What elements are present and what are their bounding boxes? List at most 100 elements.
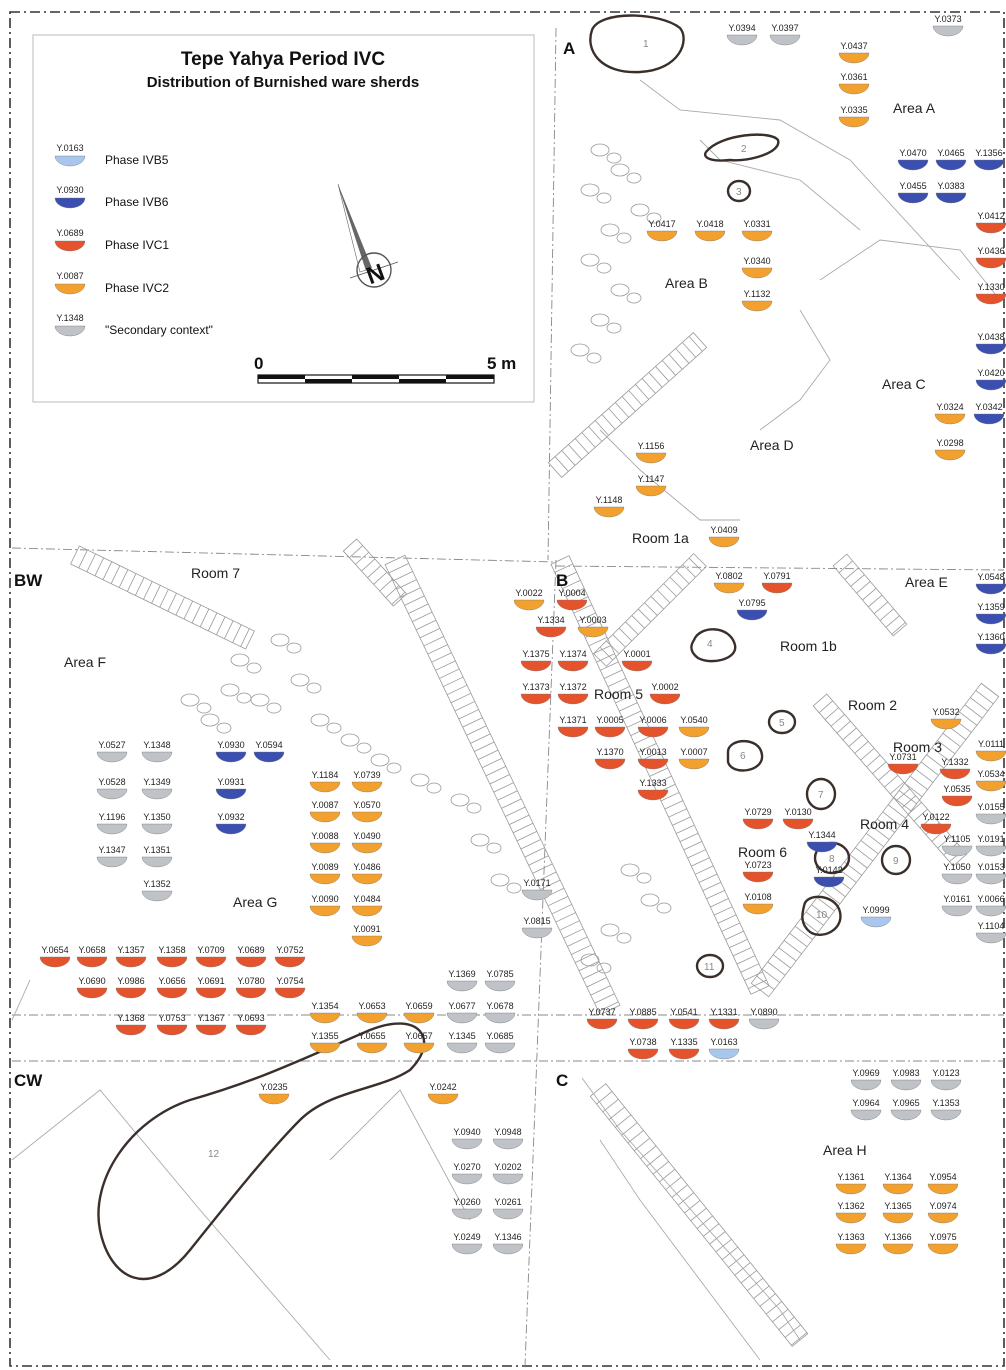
legend-subtitle: Distribution of Burnished ware sherds xyxy=(147,74,420,91)
sherd-code: Y.0731 xyxy=(889,752,916,762)
sherd-symbol xyxy=(975,643,1006,655)
sherd-marker: Y.1365 xyxy=(882,1201,914,1224)
sherd-marker: Y.0484 xyxy=(351,894,383,917)
sherd-marker: Y.0678 xyxy=(484,1001,516,1024)
sherd-marker: Y.1359 xyxy=(975,602,1006,625)
sherd-symbol xyxy=(741,300,773,312)
sherd-symbol xyxy=(927,1183,959,1195)
sherd-code: Y.0298 xyxy=(936,438,963,448)
sherd-marker: Y.1372 xyxy=(557,682,589,705)
sherd-marker: Y.0298 xyxy=(934,438,966,461)
sherd-symbol xyxy=(708,1048,740,1060)
sherd-code: Y.0373 xyxy=(934,14,961,24)
sherd-marker: Y.1358 xyxy=(156,945,188,968)
sherd-symbol xyxy=(975,257,1006,269)
sherd-marker: Y.0437 xyxy=(838,41,870,64)
sherd-code: Y.1362 xyxy=(837,1201,864,1211)
sherd-code: Y.0974 xyxy=(929,1201,956,1211)
sherd-symbol xyxy=(195,987,227,999)
sherd-marker: Y.0527 xyxy=(96,740,128,763)
sherd-marker: Y.0022 xyxy=(513,588,545,611)
sherd-marker: Y.0242 xyxy=(427,1082,459,1105)
sherd-code: Y.0418 xyxy=(696,219,723,229)
scale-end: 5 m xyxy=(487,354,516,373)
sherd-code: Y.0689 xyxy=(237,945,264,955)
sherd-code: Y.1148 xyxy=(596,495,623,505)
sherd-marker: Y.0340 xyxy=(741,256,773,279)
sherd-code: Y.1374 xyxy=(559,649,586,659)
sherd-code: Y.0815 xyxy=(523,916,550,926)
sherd-symbol xyxy=(975,613,1006,625)
sherd-symbol xyxy=(586,1018,618,1030)
sherd-marker: Y.0155 xyxy=(975,802,1006,825)
area-label: Room 5 xyxy=(594,686,643,702)
sherd-marker: Y.0438 xyxy=(975,332,1006,355)
sherd-symbol xyxy=(838,83,870,95)
sherd-symbol xyxy=(973,159,1005,171)
sherd-marker: Y.0260 xyxy=(451,1197,483,1220)
sherd-marker: Y.0964 xyxy=(850,1098,882,1121)
sherd-symbol xyxy=(451,1173,483,1185)
legend-code: Y.0087 xyxy=(56,271,83,281)
sherd-marker: Y.1344 xyxy=(806,830,838,853)
sherd-code: Y.0723 xyxy=(744,860,771,870)
sherd-symbol xyxy=(782,818,814,830)
sherd-code: Y.0535 xyxy=(943,784,970,794)
legend-code: Y.1348 xyxy=(56,313,83,323)
sherd-code: Y.0658 xyxy=(78,945,105,955)
sherd-code: Y.1350 xyxy=(143,812,170,822)
sherd-marker: Y.0930 xyxy=(215,740,247,763)
sherd-symbol xyxy=(309,781,341,793)
sherd-symbol xyxy=(742,903,774,915)
sherd-marker: Y.0324 xyxy=(934,402,966,425)
sherd-code: Y.0709 xyxy=(197,945,224,955)
sherd-marker: Y.1332 xyxy=(939,757,971,780)
sherd-marker: Y.1361 xyxy=(835,1172,867,1195)
sherd-marker: Y.0654 xyxy=(39,945,71,968)
sherd-symbol xyxy=(351,905,383,917)
sherd-marker: Y.0691 xyxy=(195,976,227,999)
sherd-marker: Y.0689 xyxy=(235,945,267,968)
sherd-code: Y.0087 xyxy=(311,800,338,810)
sherd-symbol xyxy=(934,449,966,461)
sherd-marker: Y.0999 xyxy=(860,905,892,928)
sherd-code: Y.1344 xyxy=(808,830,835,840)
pit-number: 11 xyxy=(704,962,715,973)
sherd-marker: Y.1369 xyxy=(446,969,478,992)
sherd-code: Y.1365 xyxy=(884,1201,911,1211)
sherd-marker: Y.0161 xyxy=(941,894,973,917)
sherd-symbol xyxy=(932,25,964,37)
legend-symbol xyxy=(54,197,86,209)
sherd-code: Y.0004 xyxy=(558,588,585,598)
area-outlines xyxy=(11,79,1001,1361)
sherd-marker: Y.1371 xyxy=(557,715,589,738)
sherd-marker: Y.0171 xyxy=(521,878,553,901)
area-label: Room 7 xyxy=(191,565,240,581)
sherd-symbol xyxy=(309,842,341,854)
sherd-code: Y.0931 xyxy=(217,777,244,787)
sherd-code: Y.0954 xyxy=(929,1172,956,1182)
sherd-symbol xyxy=(351,811,383,823)
area-label: Room 1a xyxy=(632,530,689,546)
sherd-symbol xyxy=(520,693,552,705)
sherd-code: Y.1196 xyxy=(99,812,126,822)
sherd-marker: Y.0548 xyxy=(975,572,1006,595)
sherd-code: Y.0986 xyxy=(117,976,144,986)
sherd-marker: Y.0088 xyxy=(309,831,341,854)
sherd-symbol xyxy=(76,987,108,999)
scale-bar: 0 5 m xyxy=(254,354,516,384)
sherd-marker: Y.0931 xyxy=(215,777,247,800)
sherd-symbol xyxy=(274,987,306,999)
sherd-code: Y.0780 xyxy=(237,976,264,986)
sherd-marker: Y.1132 xyxy=(741,289,773,312)
pit-number: 2 xyxy=(741,144,747,155)
sherd-marker: Y.1351 xyxy=(141,845,173,868)
sherd-code: Y.0001 xyxy=(623,649,650,659)
sherd-code: Y.0470 xyxy=(899,148,926,158)
sherd-code: Y.0394 xyxy=(728,23,755,33)
sherd-symbol xyxy=(492,1243,524,1255)
sherd-symbol xyxy=(649,693,681,705)
sherd-code: Y.0161 xyxy=(943,894,970,904)
